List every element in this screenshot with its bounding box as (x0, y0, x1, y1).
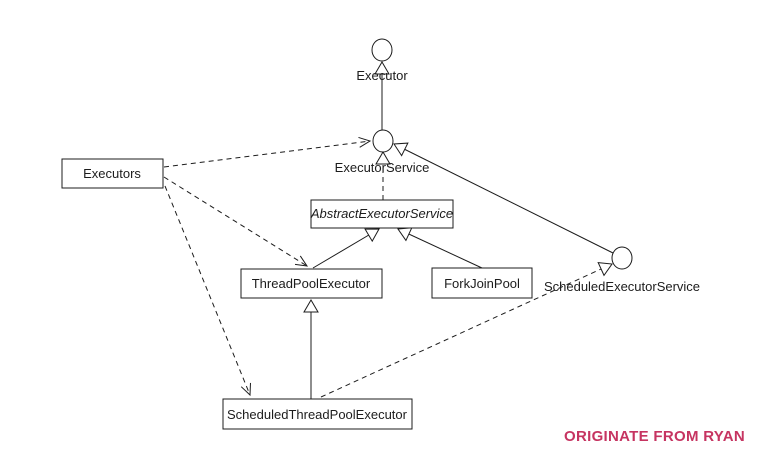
edge-executors-uses-executorservice (163, 136, 372, 168)
scheduledexecutorservice-interface-circle (611, 246, 633, 270)
scheduled-thread-pool-executor-label: ScheduledThreadPoolExecutor (227, 407, 408, 422)
edge-scheduledexecutorservice-extends-executorservice (393, 142, 614, 254)
edge-executors-uses-threadpoolexecutor (163, 176, 309, 267)
executors-label: Executors (83, 166, 141, 181)
scheduledexecutorservice-label: ScheduledExecutorService (544, 279, 700, 294)
node-scheduled-thread-pool-executor: ScheduledThreadPoolExecutor (222, 398, 413, 430)
fork-join-pool-label: ForkJoinPool (444, 276, 520, 291)
node-abstract-executor-service: AbstractExecutorService (310, 199, 454, 229)
executorservice-interface-circle (372, 129, 394, 153)
edge-forkjoinpool-extends-abstractexecutorservice (397, 227, 483, 269)
node-fork-join-pool: ForkJoinPool (431, 267, 533, 299)
node-thread-pool-executor: ThreadPoolExecutor (240, 268, 383, 299)
executor-interface-circle (371, 38, 393, 62)
node-executors: Executors (61, 158, 164, 189)
thread-pool-executor-label: ThreadPoolExecutor (252, 276, 371, 291)
executorservice-label: ExecutorService (335, 160, 430, 175)
abstract-executor-service-label: AbstractExecutorService (310, 206, 453, 221)
edge-threadpoolexecutor-extends-abstractexecutorservice (312, 228, 380, 269)
watermark-text: ORIGINATE FROM RYAN (564, 428, 745, 445)
executor-label: Executor (356, 68, 408, 83)
edge-executors-uses-scheduledthreadpoolexecutor (164, 185, 251, 397)
